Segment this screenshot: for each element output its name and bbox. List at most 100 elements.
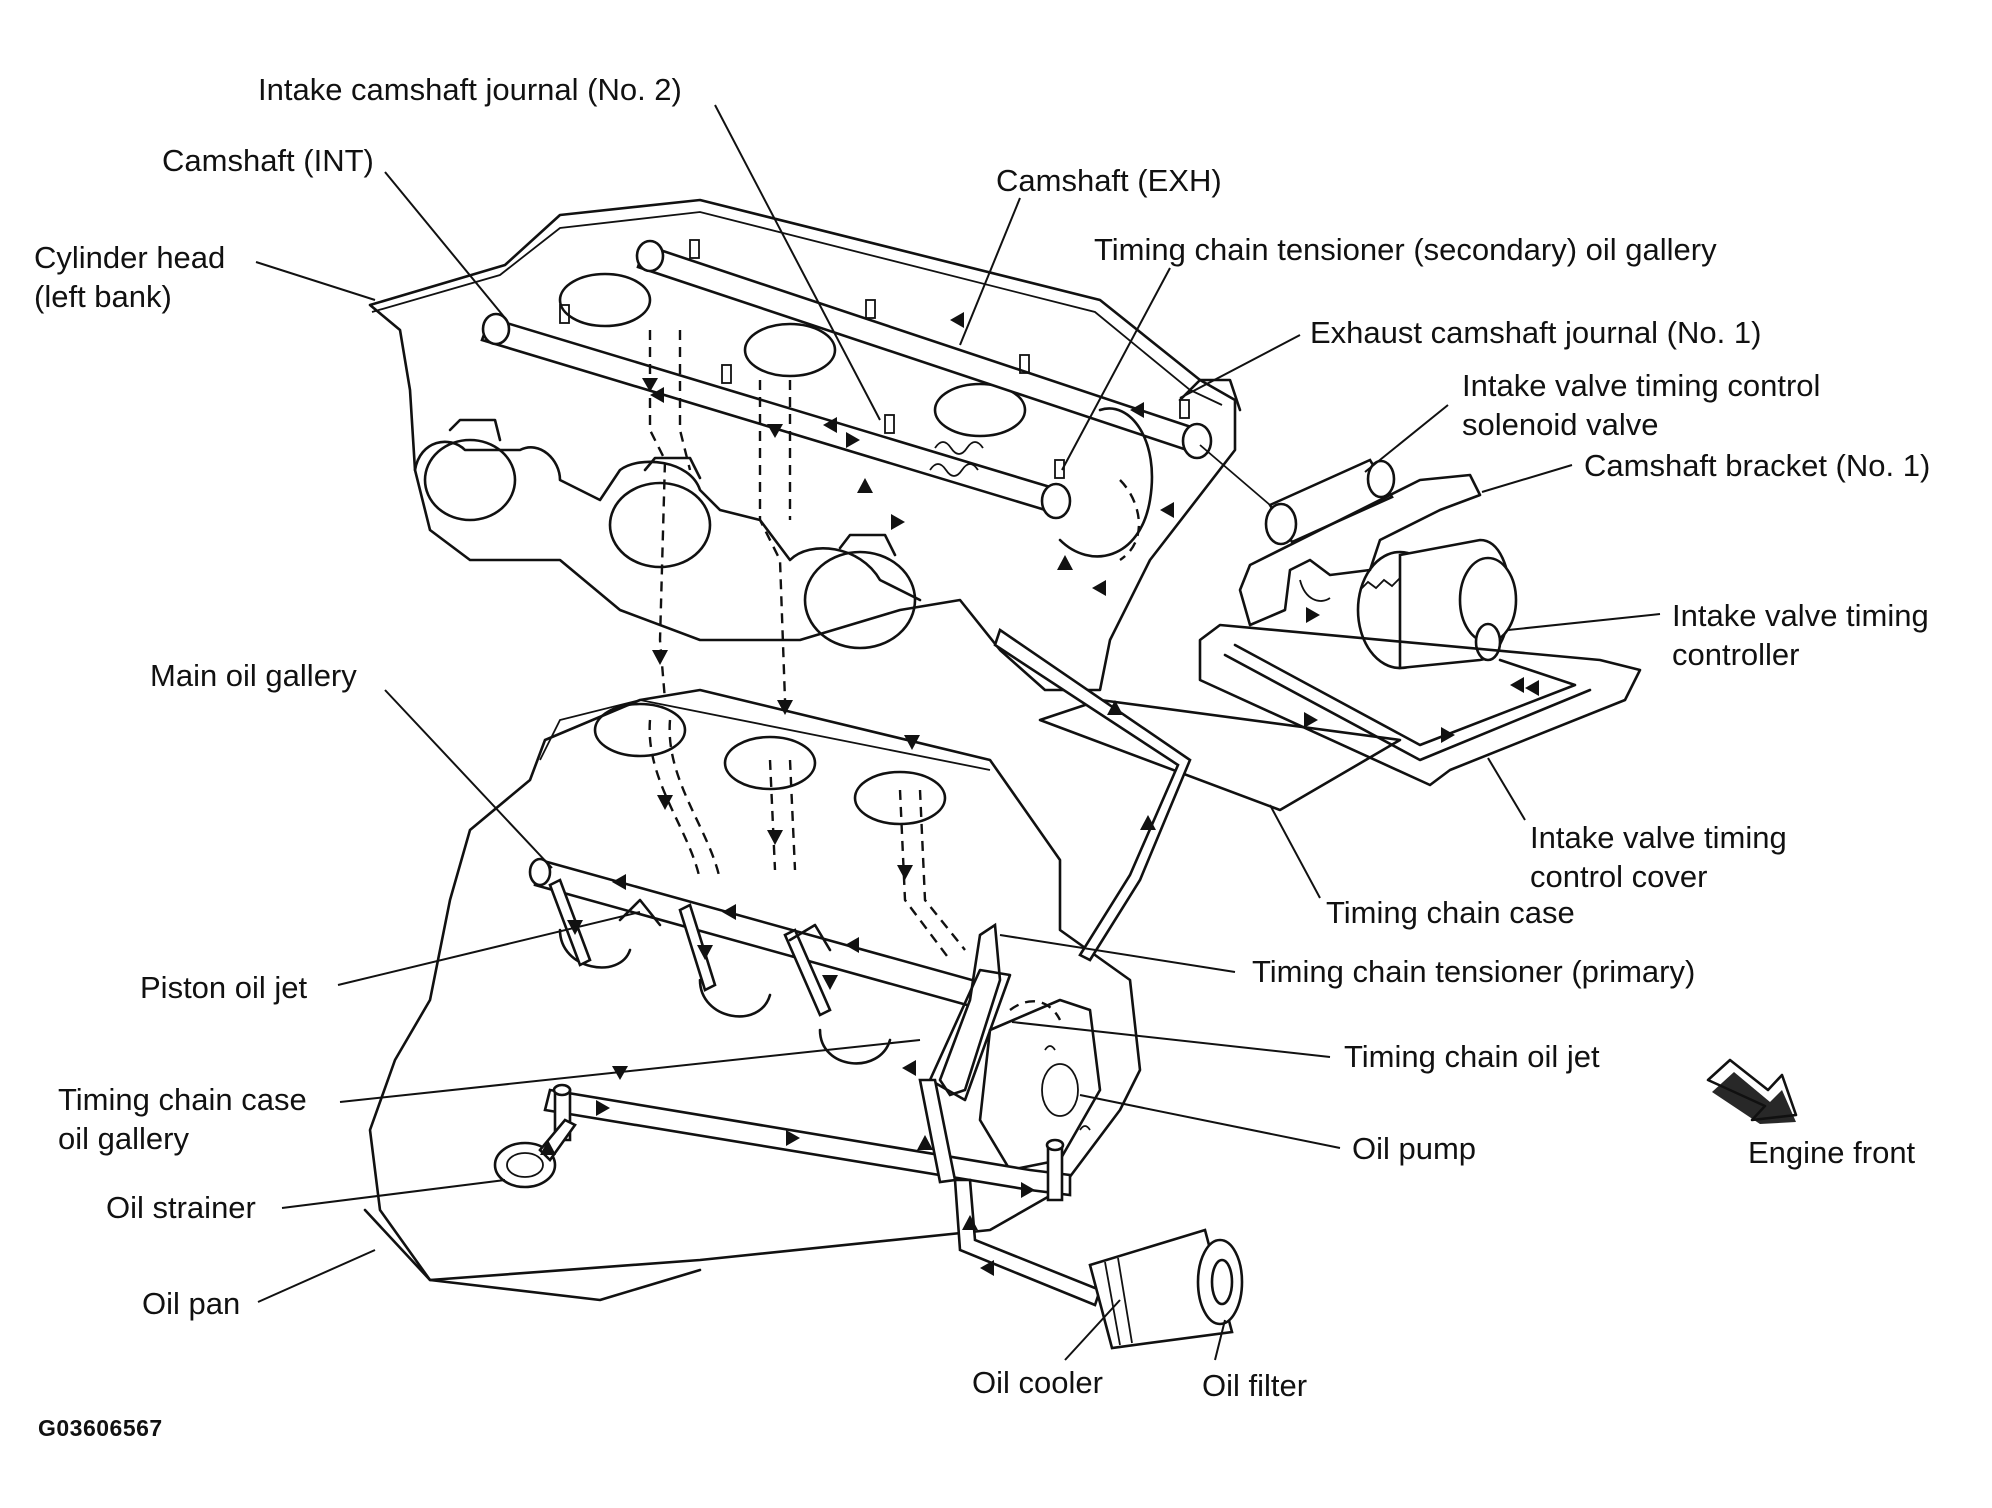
- label-tensioner-secondary-gallery: Timing chain tensioner (secondary) oil g…: [1094, 232, 1717, 267]
- flow-arrow: [767, 830, 783, 845]
- leader-vtc-cover: [1487, 757, 1526, 821]
- leader-exhaust-journal-no1: [1179, 334, 1301, 399]
- flow-arrows: [540, 312, 1539, 1276]
- flow-arrow: [950, 312, 964, 328]
- label-tensioner-primary: Timing chain tensioner (primary): [1252, 954, 1696, 989]
- leader-oil-filter: [1214, 1319, 1226, 1361]
- flow-arrow: [652, 650, 668, 665]
- filter-drawing: [1088, 1228, 1244, 1350]
- leader-oil-strainer: [281, 1179, 506, 1209]
- cylinder-head-drawing: [368, 198, 1242, 692]
- leader-oil-cooler: [1064, 1299, 1121, 1361]
- cylinder-block-drawing: [363, 627, 1192, 1307]
- leader-tensioner-primary: [999, 934, 1236, 973]
- label-intake-vtc-solenoid: Intake valve timing control solenoid val…: [1462, 366, 1820, 444]
- leader-camshaft-bracket: [1481, 464, 1573, 493]
- label-intake-vtc-controller-line1: Intake valve timing: [1672, 598, 1929, 633]
- leader-lines: [255, 104, 1661, 1361]
- label-timing-chain-case-gallery-line1: Timing chain case: [58, 1082, 307, 1117]
- label-oil-pump: Oil pump: [1352, 1131, 1477, 1166]
- flow-arrow: [1057, 555, 1073, 570]
- flow-arrow: [846, 432, 860, 448]
- leader-cylinder-head: [255, 261, 376, 301]
- flow-arrow: [1510, 677, 1524, 693]
- flow-arrow: [1160, 502, 1174, 518]
- label-cylinder-head-line2: (left bank): [34, 279, 172, 314]
- label-oil-strainer: Oil strainer: [106, 1190, 256, 1225]
- label-engine-front: Engine front: [1748, 1135, 1916, 1170]
- label-oil-filter: Oil filter: [1202, 1368, 1308, 1403]
- label-timing-chain-case-gallery-line2: oil gallery: [58, 1121, 189, 1156]
- flow-arrow: [1525, 680, 1539, 696]
- label-oil-pan: Oil pan: [142, 1286, 241, 1321]
- flow-arrow: [822, 975, 838, 990]
- flow-arrow: [642, 378, 658, 392]
- flow-arrow: [845, 937, 859, 953]
- label-main-oil-gallery: Main oil gallery: [150, 658, 357, 693]
- label-cylinder-head-line1: Cylinder head: [34, 240, 226, 275]
- engine-front-arrow-icon: [1706, 1058, 1798, 1124]
- flow-arrow: [962, 1215, 978, 1230]
- flow-arrow: [650, 387, 664, 403]
- leader-vtc-controller: [1507, 613, 1661, 631]
- leader-oil-pan: [257, 1249, 376, 1303]
- leader-vtc-solenoid: [1364, 404, 1449, 473]
- label-intake-vtc-cover-line2: control cover: [1530, 859, 1708, 894]
- flow-arrow: [786, 1130, 800, 1146]
- flow-arrow: [891, 514, 905, 530]
- flow-arrow: [612, 874, 626, 890]
- flow-arrow: [904, 735, 920, 750]
- leader-case-gallery: [339, 1039, 921, 1103]
- leader-piston-oil-jet: [337, 911, 641, 986]
- label-timing-chain-oil-jet: Timing chain oil jet: [1344, 1039, 1600, 1074]
- label-timing-chain-case-gallery: Timing chain case oil gallery: [58, 1080, 307, 1158]
- label-cylinder-head: Cylinder head (left bank): [34, 238, 225, 316]
- flow-arrow: [1092, 580, 1106, 596]
- leader-camshaft-int: [384, 171, 506, 319]
- leader-main-oil-gallery: [384, 689, 553, 869]
- flow-arrow: [1107, 700, 1123, 715]
- label-piston-oil-jet: Piston oil jet: [140, 970, 308, 1005]
- label-camshaft-int: Camshaft (INT): [162, 143, 374, 178]
- label-camshaft-exh: Camshaft (EXH): [996, 163, 1222, 198]
- label-oil-cooler: Oil cooler: [972, 1365, 1103, 1400]
- label-intake-vtc-controller-line2: controller: [1672, 637, 1800, 672]
- leader-timing-chain-case: [1269, 804, 1321, 899]
- flow-arrow: [823, 417, 837, 433]
- flow-arrow: [767, 424, 783, 438]
- leader-chain-oil-jet: [1011, 1021, 1331, 1058]
- label-intake-vtc-solenoid-line2: solenoid valve: [1462, 407, 1659, 442]
- flow-arrow: [1021, 1182, 1035, 1198]
- figure-id: G03606567: [38, 1415, 163, 1441]
- label-intake-vtc-cover: Intake valve timing control cover: [1530, 818, 1787, 896]
- flow-arrow: [722, 904, 736, 920]
- label-timing-chain-case: Timing chain case: [1326, 895, 1575, 930]
- flow-arrow: [980, 1260, 994, 1276]
- flow-arrow: [1130, 402, 1144, 418]
- leader-oil-pump: [1079, 1094, 1341, 1149]
- flow-arrow: [1140, 815, 1156, 830]
- flow-arrow: [540, 1140, 556, 1155]
- label-camshaft-bracket-no1: Camshaft bracket (No. 1): [1584, 448, 1931, 483]
- label-intake-vtc-solenoid-line1: Intake valve timing control: [1462, 368, 1821, 403]
- flow-arrow: [657, 795, 673, 810]
- label-intake-vtc-controller: Intake valve timing controller: [1672, 596, 1929, 674]
- leader-camshaft-exh: [959, 197, 1021, 346]
- oil-passages: [648, 330, 1141, 1021]
- vtc-drawing: [1038, 444, 1642, 812]
- flow-arrow: [1441, 727, 1455, 743]
- label-intake-vtc-cover-line1: Intake valve timing: [1530, 820, 1787, 855]
- leader-tensioner-secondary: [1061, 267, 1171, 471]
- flow-arrow: [902, 1060, 916, 1076]
- flow-arrow: [697, 945, 713, 960]
- label-intake-camshaft-journal-no2: Intake camshaft journal (No. 2): [258, 72, 682, 107]
- flow-arrow: [1304, 712, 1318, 728]
- flow-arrow: [897, 865, 913, 880]
- label-exhaust-camshaft-journal-no1: Exhaust camshaft journal (No. 1): [1310, 315, 1762, 350]
- flow-arrow: [777, 700, 793, 715]
- flow-arrow: [857, 478, 873, 493]
- flow-arrow: [1306, 607, 1320, 623]
- flow-arrow: [917, 1135, 933, 1150]
- leader-intake-journal-no2: [714, 104, 881, 421]
